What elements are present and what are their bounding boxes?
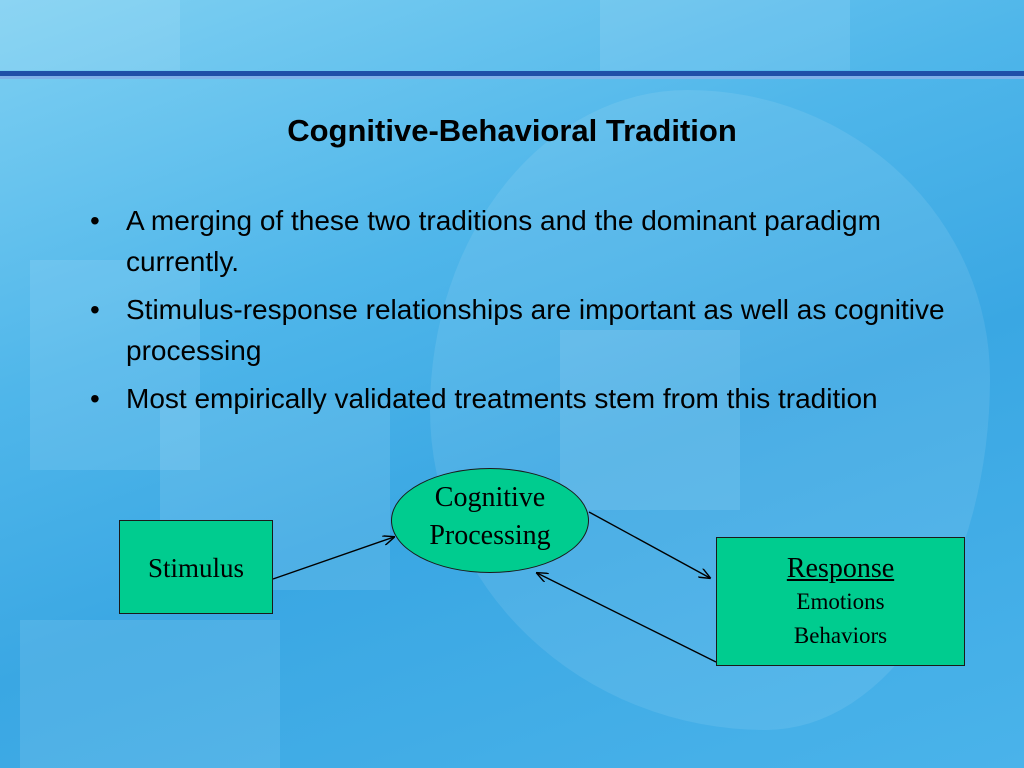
background-block bbox=[0, 0, 180, 70]
slide-title: Cognitive-Behavioral Tradition bbox=[287, 113, 737, 148]
background-block bbox=[560, 330, 740, 510]
cognitive-processing-oval: Cognitive Processing bbox=[391, 468, 589, 573]
response-line-behaviors: Behaviors bbox=[793, 623, 888, 648]
bullet-icon: • bbox=[90, 383, 100, 414]
bullet-text: Stimulus-response relationships are impo… bbox=[126, 294, 945, 366]
bullet-item: • A merging of these two traditions and … bbox=[88, 200, 958, 282]
processing-label-line: Processing bbox=[429, 520, 551, 551]
bullet-text: A merging of these two traditions and th… bbox=[126, 205, 881, 277]
bullet-text: Most empirically validated treatments st… bbox=[126, 383, 878, 414]
stimulus-box: Stimulus bbox=[119, 520, 273, 614]
stimulus-label: Stimulus bbox=[147, 553, 245, 583]
processing-label-line: Cognitive bbox=[434, 482, 546, 513]
bullet-icon: • bbox=[90, 294, 100, 325]
background-block bbox=[20, 620, 280, 768]
response-title: Response bbox=[786, 553, 895, 584]
response-line-emotions: Emotions bbox=[796, 589, 885, 614]
bullet-item: • Most empirically validated treatments … bbox=[88, 378, 958, 419]
background-block bbox=[30, 260, 200, 470]
title-rule bbox=[0, 71, 1024, 76]
bullet-item: • Stimulus-response relationships are im… bbox=[88, 289, 958, 371]
title-rule-highlight bbox=[0, 76, 1024, 79]
background-block bbox=[600, 0, 850, 70]
bullet-list: • A merging of these two traditions and … bbox=[88, 200, 958, 426]
response-box: Response Emotions Behaviors bbox=[716, 537, 965, 666]
bullet-icon: • bbox=[90, 205, 100, 236]
